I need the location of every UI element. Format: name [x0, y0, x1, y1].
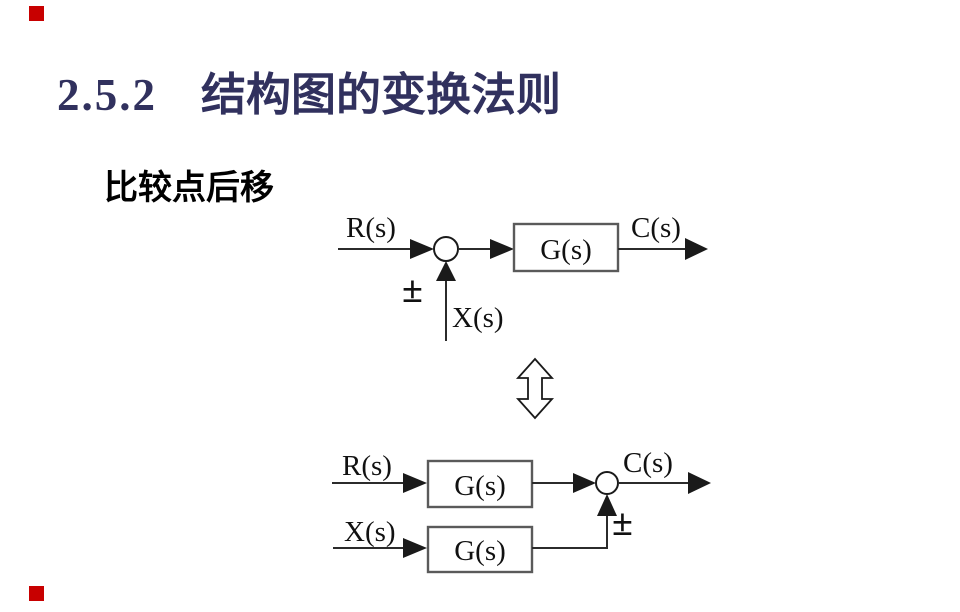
title-text: 结构图的变换法则	[201, 70, 562, 120]
arrowhead-into-block1-icon	[403, 473, 427, 493]
input-label: R(s)	[346, 212, 396, 244]
block-label: G(s)	[540, 234, 592, 266]
output-arrowhead-icon	[685, 238, 708, 260]
transfer-block-2	[426, 525, 534, 574]
arrowhead-into-sum-icon	[410, 239, 434, 259]
section-number: 2.5.2	[57, 70, 157, 120]
arrowhead-into-block-icon	[490, 239, 514, 259]
input2-label: X(s)	[344, 516, 396, 548]
subtitle-rule-name: 比较点后移	[104, 169, 274, 207]
block2-label: G(s)	[454, 535, 506, 567]
equivalence-arrow	[515, 357, 555, 420]
summing-sign-2: ±	[612, 502, 633, 544]
input1-label: R(s)	[342, 450, 392, 482]
branch-input-label: X(s)	[452, 302, 504, 334]
output2-arrowhead-icon	[688, 472, 711, 494]
transfer-block-1	[426, 459, 534, 509]
double-arrow-icon	[515, 357, 555, 420]
arrowhead-into-block2-icon	[403, 538, 427, 558]
summing-junction	[433, 236, 459, 262]
summing-sign: ±	[402, 269, 423, 311]
accent-square-top	[29, 6, 44, 21]
output-label: C(s)	[631, 212, 681, 244]
transfer-block	[512, 222, 620, 273]
up-arrowhead-icon	[597, 494, 617, 516]
diagram-before: R(s) G(s) C(s) X(s) ±	[338, 212, 708, 341]
accent-square-bottom	[29, 586, 44, 601]
branch-arrowhead-icon	[436, 261, 456, 281]
diagram-after: R(s) G(s) C(s) X(s) G(s) ±	[332, 447, 711, 574]
block1-label: G(s)	[454, 470, 506, 502]
page-title: 2.5.2 结构图的变换法则	[57, 58, 561, 123]
summing-junction-2	[595, 471, 619, 495]
block2-to-sum-line	[532, 516, 608, 549]
arrowhead-into-sum2-icon	[573, 473, 596, 493]
output2-label: C(s)	[623, 447, 673, 479]
